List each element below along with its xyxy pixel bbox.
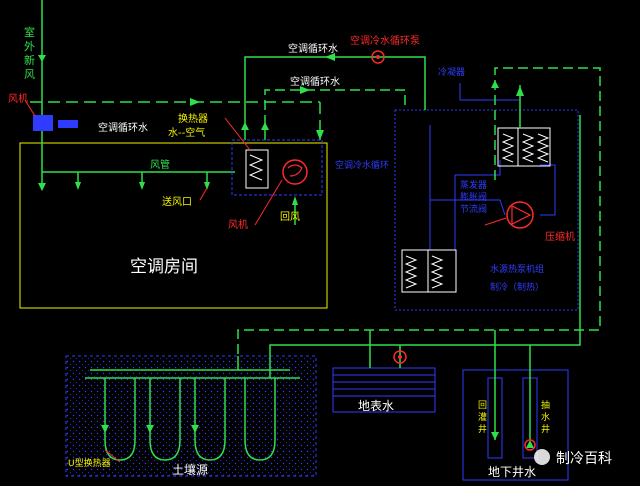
wechat-icon [534, 449, 550, 465]
condenser-arrow-up-2 [516, 86, 524, 96]
fan-coil-unit [231, 139, 323, 196]
label-ac-water-top: 空调循环水 [288, 42, 338, 55]
svg-text:井: 井 [478, 423, 487, 435]
label-evaporator-b: 节流阀 [460, 203, 487, 215]
label-surface-water: 地表水 [358, 399, 394, 413]
surface-water-region [332, 367, 436, 413]
label-fan-left: 风机 [8, 92, 28, 105]
evaporator-coil [401, 249, 457, 293]
recharge-arrow-down [491, 432, 499, 440]
soil-source-region [65, 355, 317, 477]
label-supply-vent: 送风口 [162, 195, 192, 208]
supply-vent-arrow-3 [204, 182, 210, 190]
label-return-air: 回风 [280, 211, 300, 223]
heat-pump-unit-box [394, 109, 579, 311]
well-pump [524, 439, 536, 451]
source-water-lines [369, 330, 531, 440]
fresh-air-fan [33, 115, 78, 131]
supply-vent-arrow-1 [75, 182, 81, 190]
u-tube-arrow-3 [191, 425, 199, 433]
surface-water-lines [333, 374, 435, 397]
pump-arrow-up [526, 440, 534, 448]
u-tube-heat-exchanger [85, 356, 300, 461]
label-groundwater: 地下井水 [488, 465, 536, 479]
svg-text:抽: 抽 [541, 399, 550, 411]
leader-lines [104, 117, 507, 463]
u-tube-arrow-1 [101, 425, 109, 433]
label-u-tube: U型换热器 [68, 457, 111, 469]
svg-text:回: 回 [478, 400, 487, 411]
refrigerant-piping [429, 83, 556, 250]
label-outdoor-fresh-air: 室 外 新 风 [24, 25, 35, 81]
supply-vent-arrow-2 [139, 182, 145, 190]
ac-circulation-loop-mid [264, 89, 406, 140]
label-recharge-well: 回 灌 井 [478, 400, 487, 435]
label-ac-water-pump: 空调冷水循环泵 [350, 34, 420, 47]
label-evaporator-a: 蒸发器 [460, 179, 487, 191]
circulation-arrow-top [325, 53, 335, 61]
svg-text:室: 室 [24, 25, 35, 39]
fresh-air-duct-dashed [30, 101, 321, 140]
fresh-air-arrow-right [316, 130, 324, 140]
label-fan-unit: 风机 [228, 218, 248, 231]
label-heat-pump-mode: 制冷（制热） [490, 281, 544, 293]
circulation-arrow-mid [300, 86, 310, 94]
label-ac-water-right: 空调冷水循环 [335, 159, 389, 171]
label-soil-source: 土壤源 [172, 462, 208, 477]
label-condenser: 冷凝器 [438, 66, 465, 78]
svg-text:水: 水 [541, 411, 550, 423]
ac-circulation-loop-top [244, 56, 426, 140]
svg-text:外: 外 [24, 40, 35, 53]
circulation-arrow-up-mid [261, 122, 269, 130]
svg-text:井: 井 [541, 423, 550, 435]
label-heat-exchanger: 换热器 [178, 112, 208, 125]
fan-leader [24, 99, 36, 117]
label-heat-pump-unit: 水源热泵机组 [490, 263, 544, 275]
label-room: 空调房间 [130, 257, 198, 277]
label-air-duct: 风管 [150, 158, 170, 171]
u-tube-arrow-2 [146, 425, 154, 433]
condenser-arrow-up [491, 80, 499, 88]
condenser-coil [497, 127, 551, 167]
label-expansion: 膨胀阀 [460, 191, 487, 203]
svg-text:新: 新 [24, 53, 35, 67]
svg-text:风: 风 [24, 68, 35, 81]
circulation-arrow-up-left [241, 122, 249, 130]
condenser-loop-solid [269, 85, 581, 356]
fresh-air-vertical [38, 0, 46, 191]
label-ac-water-mid: 空调循环水 [290, 75, 340, 88]
ac-water-pump [371, 50, 385, 64]
return-air-arrow [292, 196, 298, 205]
surface-water-pump [393, 350, 407, 364]
groundwater-region [462, 369, 569, 481]
ac-room-box [19, 142, 328, 309]
label-water-air: 水--空气 [168, 126, 205, 139]
compressor-symbol [506, 201, 534, 229]
watermark: 制冷百科 [534, 449, 612, 467]
label-compressor: 压缩机 [545, 230, 575, 243]
label-pump-well: 抽 水 井 [541, 399, 550, 435]
label-ac-water-left: 空调循环水 [98, 121, 148, 134]
svg-text:灌: 灌 [478, 411, 487, 423]
fresh-air-arrow-mid [190, 98, 200, 106]
svg-text:制冷百科: 制冷百科 [556, 451, 612, 467]
